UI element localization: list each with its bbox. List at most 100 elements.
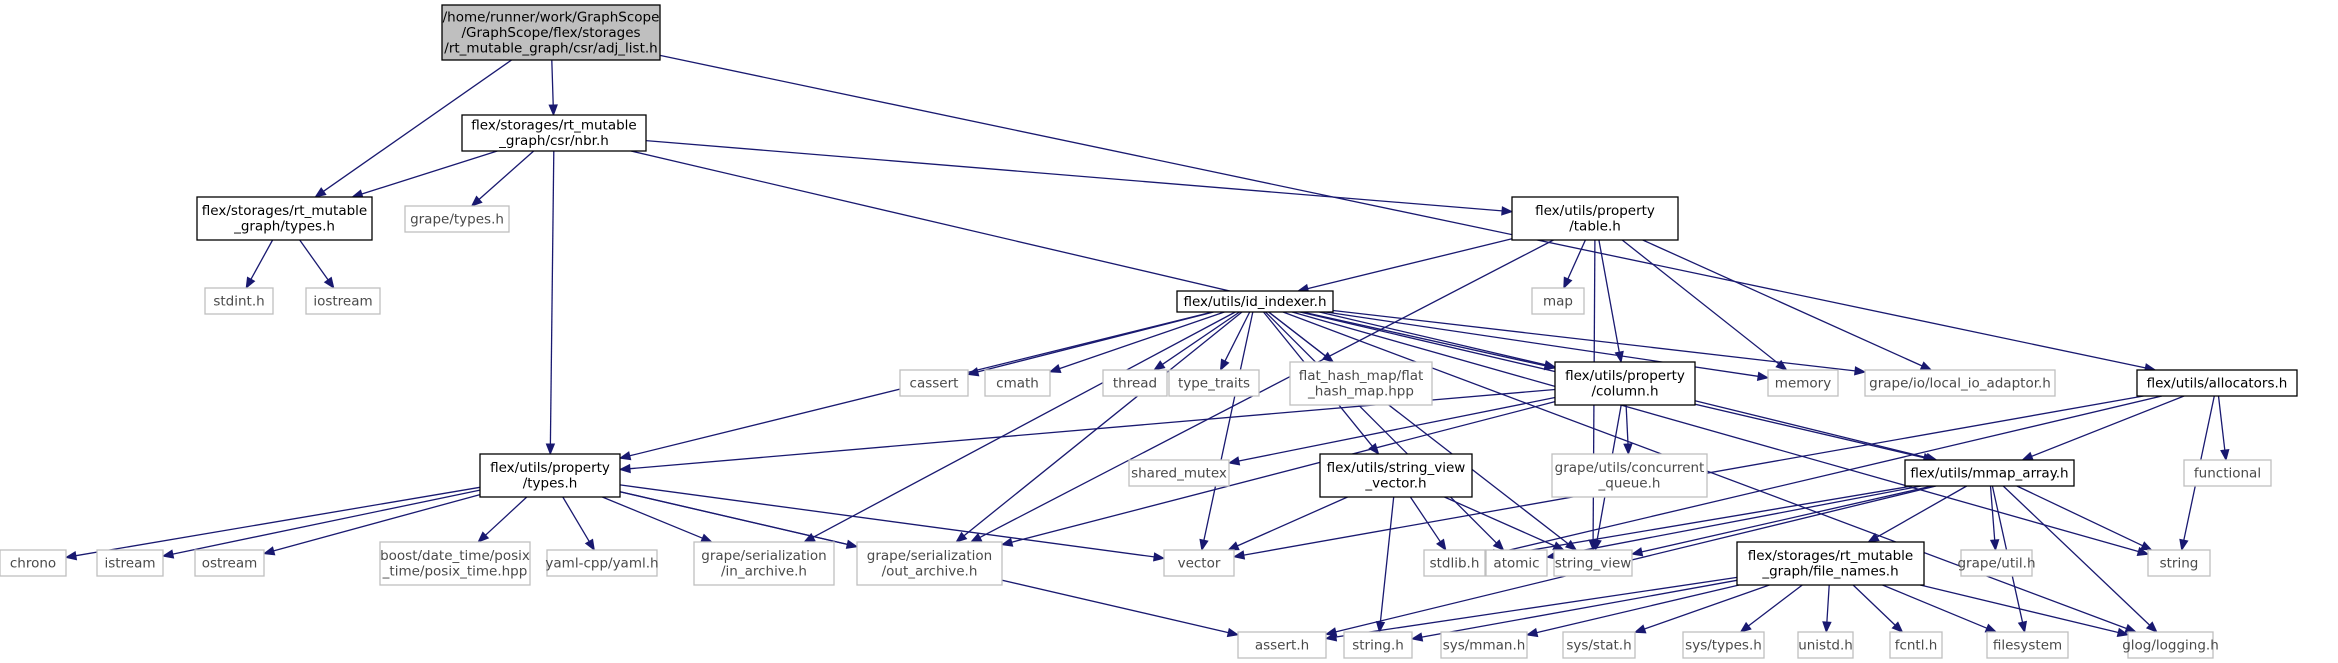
node-label: string [2160, 555, 2199, 571]
arrowhead [1867, 532, 1880, 543]
node-box [1682, 631, 1765, 659]
edge-line [1642, 239, 1923, 367]
arrowhead [1227, 541, 1240, 551]
file-node-idx[interactable]: flex/utils/id_indexer.h [1176, 290, 1334, 313]
file-node-adj[interactable]: /home/runner/work/GraphScope/GraphScope/… [441, 4, 661, 61]
edge-line [1882, 584, 1988, 629]
node-label: /out_archive.h [882, 564, 978, 580]
dependency-edge [351, 150, 498, 199]
node-box [1343, 631, 1413, 659]
file-node-mmap[interactable]: flex/utils/mmap_array.h [1904, 459, 2075, 487]
file-node-ptypes[interactable]: flex/utils/property/types.h [479, 453, 621, 498]
node-box [1128, 459, 1230, 487]
edge-line [1011, 400, 1556, 543]
arrowhead [1232, 550, 1246, 560]
arrowhead [1564, 539, 1578, 551]
file-node-yaml: yaml-cpp/yaml.h [545, 549, 659, 577]
node-box [1797, 631, 1854, 659]
arrowhead [1984, 623, 1998, 633]
node-label: /GraphScope/flex/storages [461, 25, 640, 41]
arrowhead [1227, 456, 1241, 466]
file-node-gutil: grape/util.h [1957, 549, 2036, 577]
file-node-memory: memory [1767, 369, 1839, 397]
dependency-edge [969, 239, 1554, 543]
edge-line [602, 496, 703, 539]
file-node-unistd: unistd.h [1797, 631, 1854, 659]
arrowhead [2145, 621, 2158, 633]
dependency-edge [1444, 496, 1565, 551]
dependency-edge [1152, 311, 1240, 371]
file-node-cmath: cmath [984, 369, 1051, 397]
file-node-rtypes[interactable]: flex/storages/rt_mutable_graph/types.h [196, 196, 373, 241]
file-node-iostream: iostream [305, 287, 381, 315]
file-node-svv[interactable]: flex/utils/string_view_vector.h [1319, 453, 1473, 498]
edge-line [172, 489, 481, 555]
arrowhead [1492, 539, 1505, 551]
dependency-edge [1324, 576, 1738, 642]
arrowhead [1219, 358, 1230, 372]
file-node-fnames[interactable]: flex/storages/rt_mutable_graph/file_name… [1736, 541, 1925, 586]
node-label: grape/util.h [1957, 555, 2035, 571]
arrowhead [1633, 624, 1647, 634]
node-label: grape/io/local_io_adaptor.h [1869, 375, 2051, 391]
arrowhead [1226, 627, 1240, 638]
edge-line [1291, 311, 2139, 553]
file-node-nbr[interactable]: flex/storages/rt_mutable_graph/csr/nbr.h [461, 114, 647, 152]
edge-line [1989, 485, 1996, 541]
file-node-column[interactable]: flex/utils/property/column.h [1554, 361, 1696, 406]
node-box [546, 549, 658, 577]
edge-line [1307, 238, 1513, 290]
node-label: thread [1113, 375, 1157, 391]
file-node-string-h: string.h [1343, 631, 1413, 659]
arrowhead [2140, 541, 2153, 551]
node-label: yaml-cpp/yaml.h [545, 555, 658, 571]
edge-line [1237, 496, 1348, 547]
file-node-ostream: ostream [194, 549, 265, 577]
arrowhead [2124, 623, 2138, 633]
arrowhead [584, 538, 595, 552]
edge-line [2031, 395, 2185, 457]
dependency-edge [470, 150, 535, 207]
node-label: sys/types.h [1685, 637, 1762, 653]
arrowhead [1563, 276, 1573, 290]
arrowhead [1048, 363, 1062, 373]
arrowhead [323, 276, 335, 290]
file-node-inarch: grape/serialization/in_archive.h [693, 541, 835, 586]
dependency-edge [548, 59, 558, 117]
file-node-type-traits: type_traits [1168, 369, 1260, 397]
node-box [379, 541, 531, 586]
arrowhead [314, 187, 327, 198]
file-node-filesystem: filesystem [1986, 631, 2069, 659]
node-box [461, 114, 647, 152]
dependency-edge [314, 59, 512, 198]
arrowhead [1543, 361, 1557, 371]
node-label: flat_hash_map/flat [1299, 368, 1424, 384]
edge-line [299, 239, 329, 281]
dependency-edge [1291, 311, 2150, 556]
node-label: flex/utils/property [490, 460, 610, 476]
edge-line [1598, 239, 1620, 353]
dependency-edge [803, 311, 1236, 543]
edge-line [630, 150, 1546, 366]
edge-line [1332, 309, 1856, 372]
arrowhead [1324, 632, 1338, 642]
node-box [1485, 549, 1548, 577]
node-label: unistd.h [1798, 637, 1853, 653]
dependency-edge [1633, 584, 1770, 634]
edge-line [1852, 584, 1896, 626]
node-label: string_view [1555, 555, 1632, 571]
node-label: flex/utils/mmap_array.h [1910, 465, 2068, 481]
node-box [441, 4, 661, 61]
node-label: functional [2194, 465, 2261, 481]
edge-line [1494, 395, 2163, 555]
edge-line [1238, 396, 1556, 462]
node-label: glog/logging.h [2122, 637, 2219, 653]
arrowhead [1623, 443, 1633, 456]
arrowhead [1822, 621, 1832, 634]
edge-line [323, 59, 512, 192]
dependency-edge [1852, 584, 1904, 633]
arrowhead [262, 546, 276, 556]
file-node-alloc[interactable]: flex/utils/allocators.h [2136, 369, 2298, 397]
file-node-table[interactable]: flex/utils/property/table.h [1511, 196, 1679, 241]
node-label: stdlib.h [1430, 555, 1480, 571]
